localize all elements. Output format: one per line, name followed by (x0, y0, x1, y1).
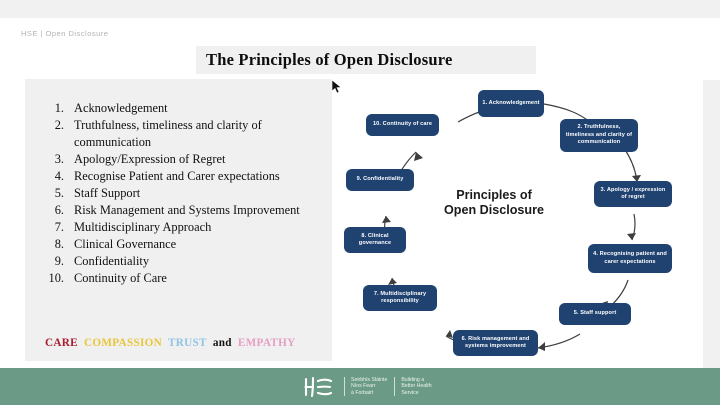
list-item-label: Acknowledgement (74, 101, 168, 115)
node-label: 4. Recognising patient and carer expecta… (593, 251, 667, 265)
cycle-diagram: 1. Acknowledgement 2. Truthfulness, time… (332, 80, 703, 368)
node-label: 1. Acknowledgement (482, 99, 540, 106)
list-item: 6. Risk Management and Systems Improveme… (38, 202, 328, 219)
logo-irish-text: Seirbhís Sláinte Níos Fearr á Forbairt (351, 377, 387, 396)
page-title: The Principles of Open Disclosure (206, 50, 453, 69)
logo-irish-line-3: á Forbairt (351, 389, 374, 396)
list-item-label: Staff Support (74, 186, 141, 200)
list-item-number: 8. (54, 237, 64, 251)
logo-irish-line-1: Seirbhís Sláinte (351, 376, 388, 383)
node-9-confidentiality[interactable]: 9. Confidentiality (346, 169, 414, 191)
list-item-label: Truthfulness, timeliness and clarity of … (74, 118, 262, 149)
list-item-label: Multidisciplinary Approach (74, 220, 212, 234)
list-item-number: 9. (54, 254, 64, 268)
hse-logo: Seirbhís Sláinte Níos Fearr á Forbairt B… (303, 374, 439, 399)
list-item-number: 7. (54, 220, 64, 234)
list-item-number: 2. (54, 118, 64, 132)
mouse-cursor-icon (332, 80, 342, 94)
logo-irish-line-2: Níos Fearr (351, 383, 376, 390)
node-label: 3. Apology / expression of regret (600, 186, 666, 200)
diagram-center-label: Principles of Open Disclosure (414, 188, 574, 218)
tagline-trust: TRUST (167, 337, 207, 349)
tagline-compassion: COMPASSION (84, 337, 163, 349)
list-item-label: Recognise Patient and Carer expectations (74, 169, 280, 183)
list-item-label: Apology/Expression of Regret (74, 152, 226, 166)
values-tagline: CARE COMPASSION TRUST and EMPATHY (45, 337, 299, 349)
logo-divider (344, 377, 345, 396)
list-item: 4. Recognise Patient and Carer expectati… (38, 168, 328, 185)
list-item: 7. Multidisciplinary Approach (38, 219, 328, 236)
node-label: 7. Multidisciplinary responsibility (373, 290, 427, 304)
right-margin-band (703, 80, 720, 368)
list-item: 8. Clinical Governance (38, 236, 328, 253)
list-item: 5. Staff Support (38, 185, 328, 202)
node-2-truthfulness[interactable]: 2. Truthfulness, timeliness and clarity … (560, 119, 638, 152)
hse-logo-icon (304, 376, 333, 397)
list-item: 3. Apology/Expression of Regret (38, 151, 328, 168)
list-item-number: 1. (54, 101, 64, 115)
node-label: 5. Staff support (573, 310, 617, 317)
node-5-staff-support[interactable]: 5. Staff support (559, 303, 631, 325)
logo-english-line-2: Better Health (401, 383, 432, 390)
breadcrumb: HSE | Open Disclosure (21, 29, 109, 38)
title-banner: The Principles of Open Disclosure (196, 46, 536, 74)
node-1-acknowledgement[interactable]: 1. Acknowledgement (478, 90, 544, 117)
node-label: 2. Truthfulness, timeliness and clarity … (565, 124, 633, 146)
logo-divider-2 (394, 377, 396, 396)
logo-english-line-3: Service (401, 389, 419, 396)
node-label: 8. Clinical governance (358, 232, 392, 246)
node-4-recognising-expectations[interactable]: 4. Recognising patient and carer expecta… (588, 244, 672, 273)
node-10-continuity-of-care[interactable]: 10. Continuity of care (366, 114, 439, 136)
center-label-line-2: Open Disclosure (443, 203, 545, 217)
top-margin-band (0, 0, 720, 18)
center-label-line-1: Principles of (456, 188, 532, 202)
list-item: 1. Acknowledgement (38, 100, 328, 117)
node-7-multidisciplinary[interactable]: 7. Multidisciplinary responsibility (363, 285, 437, 311)
node-6-risk-management[interactable]: 6. Risk management and systems improveme… (453, 330, 538, 356)
list-item: 9. Confidentiality (38, 253, 328, 270)
principles-list: 1. Acknowledgement 2. Truthfulness, time… (38, 100, 328, 287)
tagline-empathy: EMPATHY (237, 337, 296, 349)
logo-english-text: Building a Better Health Service (401, 377, 431, 396)
logo-english-line-1: Building a (401, 376, 425, 383)
list-item-number: 3. (54, 152, 64, 166)
list-item-label: Risk Management and Systems Improvement (74, 203, 300, 217)
node-3-apology[interactable]: 3. Apology / expression of regret (594, 181, 672, 207)
list-item-label: Confidentiality (74, 254, 150, 268)
tagline-care: CARE (45, 337, 78, 349)
list-item-number: 4. (54, 169, 64, 183)
list-item-number: 5. (54, 186, 64, 200)
list-item-number: 10. (48, 271, 65, 285)
list-item: 2. Truthfulness, timeliness and clarity … (38, 117, 328, 151)
tagline-and: and (212, 337, 232, 349)
list-item-number: 6. (54, 203, 64, 217)
node-label: 9. Confidentiality (356, 176, 404, 183)
footer-band (0, 368, 720, 405)
node-label: 10. Continuity of care (372, 121, 433, 128)
list-item: 10. Continuity of Care (38, 270, 328, 287)
list-item-label: Clinical Governance (74, 237, 177, 251)
node-8-clinical-governance[interactable]: 8. Clinical governance (344, 227, 406, 253)
list-item-label: Continuity of Care (74, 271, 167, 285)
node-label: 6. Risk management and systems improveme… (461, 335, 530, 349)
principles-panel (25, 79, 332, 361)
